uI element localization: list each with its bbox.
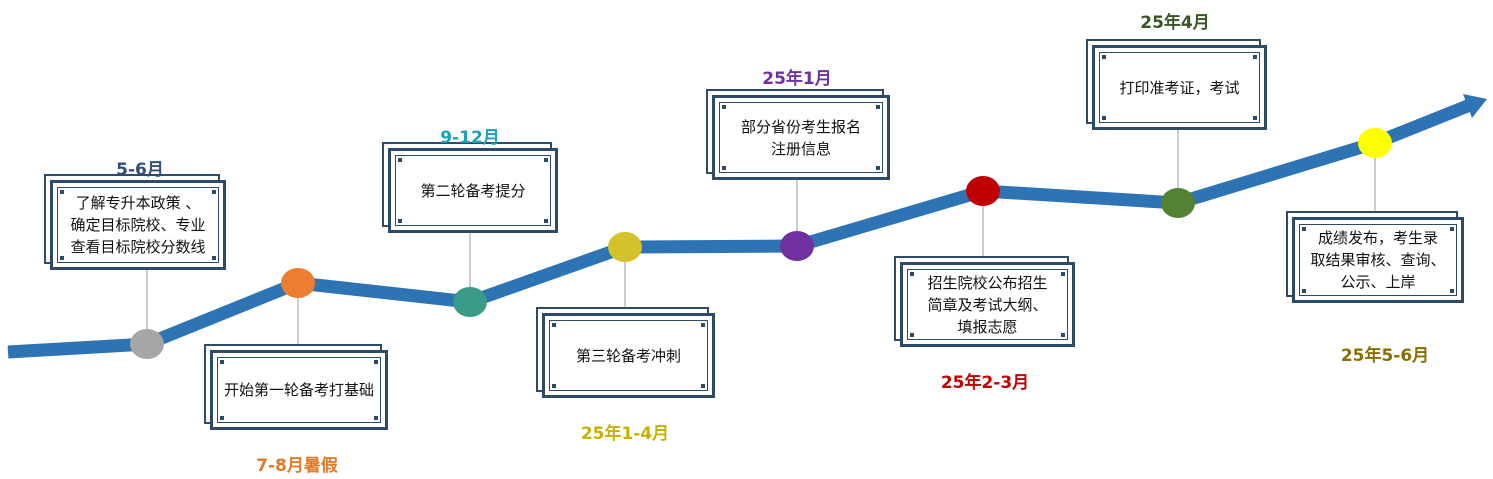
milestone-date-6: 25年2-3月 [940, 373, 1030, 393]
milestone-card-4: 第三轮备考冲刺 [536, 307, 715, 398]
milestone-card-1: 了解专升本政策 、确定目标院校、专业查看目标院校分数线 [44, 174, 226, 270]
timeline-arrowhead [1463, 94, 1487, 118]
milestone-node-1 [130, 329, 164, 359]
milestone-card-5: 部分省份考生报名注册信息 [706, 89, 890, 180]
milestone-node-2 [281, 268, 315, 298]
milestone-date-3: 9-12月 [440, 128, 500, 148]
milestone-date-7: 25年4月 [1140, 13, 1210, 33]
milestone-date-2: 7-8月暑假 [256, 456, 338, 476]
milestone-date-1: 5-6月 [116, 160, 164, 180]
milestone-date-4: 25年1-4月 [580, 424, 670, 444]
milestone-date-8: 25年5-6月 [1340, 346, 1430, 366]
milestone-card-6: 招生院校公布招生简章及考试大纲、填报志愿 [894, 256, 1075, 347]
milestone-node-3 [453, 287, 487, 317]
milestone-card-7: 打印准考证，考试 [1086, 39, 1267, 130]
milestone-date-5: 25年1月 [762, 69, 832, 89]
milestone-card-8: 成绩发布，考生录取结果审核、查询、公示、上岸 [1286, 211, 1464, 303]
timeline-path [7, 98, 1473, 359]
milestone-card-2: 开始第一轮备考打基础 [204, 344, 388, 430]
milestone-node-7 [1161, 188, 1195, 218]
milestone-node-5 [780, 231, 814, 261]
milestone-node-4 [608, 232, 642, 262]
milestone-node-6 [966, 176, 1000, 206]
milestone-card-3: 第二轮备考提分 [382, 142, 558, 233]
milestone-node-8 [1358, 128, 1392, 158]
